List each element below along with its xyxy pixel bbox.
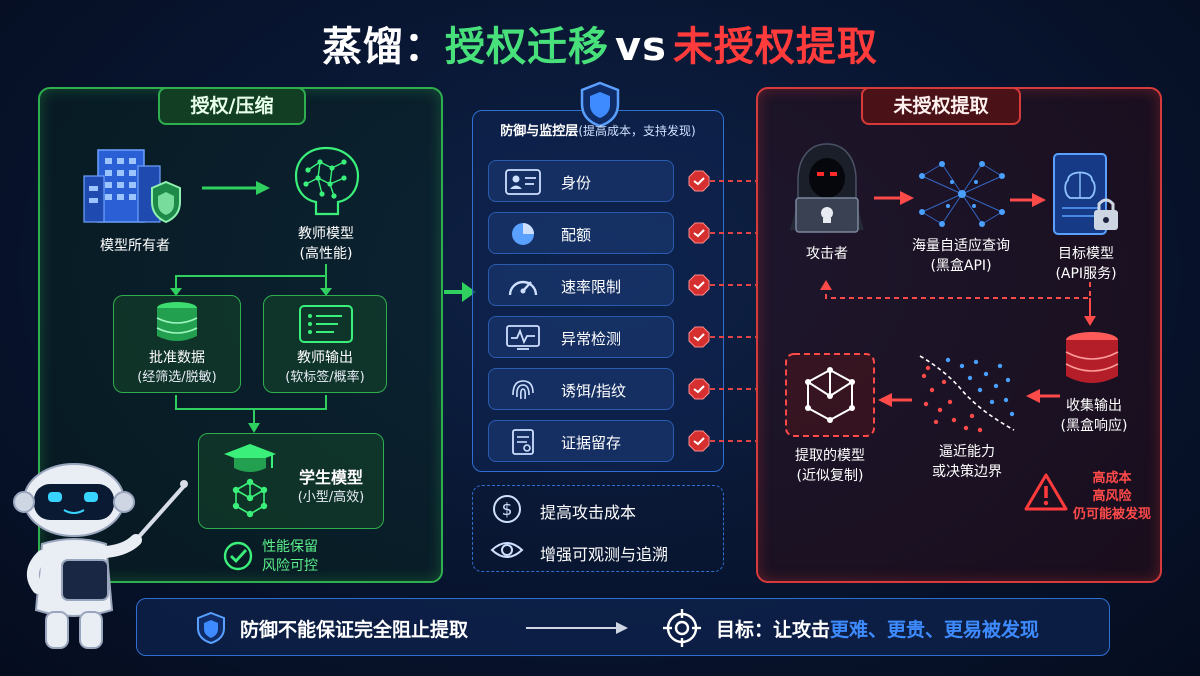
dollar-icon: $ bbox=[493, 495, 521, 523]
feedback-loop-connector bbox=[820, 280, 1096, 326]
stop-icon bbox=[688, 326, 710, 348]
file-audit-icon bbox=[512, 429, 534, 455]
target-icon bbox=[663, 609, 701, 647]
target-model-label: 目标模型 (API服务) bbox=[1055, 246, 1117, 282]
title-authorized: 授权迁移 bbox=[445, 24, 610, 70]
hacker-icon bbox=[790, 143, 864, 233]
stop-icon bbox=[688, 170, 710, 192]
approximation-label: 逼近能力 或决策边界 bbox=[932, 444, 1002, 480]
merge-connector bbox=[175, 395, 327, 433]
teacher-output-label: 教师输出 (软标签/概率) bbox=[285, 350, 365, 385]
database-icon bbox=[156, 302, 198, 341]
stop-icon bbox=[688, 222, 710, 244]
footer-goal: 目标：让攻击更难、更贵、更易被发现 bbox=[716, 619, 1040, 641]
document-list-icon bbox=[299, 305, 353, 343]
building-icon bbox=[83, 149, 181, 224]
benefit-cost-text: 提高攻击成本 bbox=[540, 503, 637, 522]
shield-icon bbox=[580, 81, 620, 128]
teacher-label: 教师模型 (高性能) bbox=[298, 226, 354, 262]
defense-item-identity: 身份 bbox=[488, 160, 674, 202]
collect-output-label: 收集输出 (黑盒响应) bbox=[1060, 398, 1128, 434]
graduation-cap-icon bbox=[224, 444, 276, 518]
teacher-output-box bbox=[263, 295, 387, 393]
decision-boundary-icon bbox=[919, 355, 1015, 433]
risk-warning-text: 高成本 高风险 仍可能被发现 bbox=[1072, 471, 1151, 522]
brain-icon bbox=[294, 146, 360, 216]
owner-label: 模型所有者 bbox=[100, 238, 170, 254]
title-prefix: 蒸馏： bbox=[322, 24, 446, 70]
fingerprint-icon bbox=[512, 380, 534, 400]
arrow-right-icon bbox=[202, 181, 270, 195]
attacker-label: 攻击者 bbox=[806, 246, 848, 262]
defense-item-quota: 配额 bbox=[488, 212, 674, 254]
arrow-right-icon bbox=[526, 622, 628, 634]
title-vs: vs bbox=[615, 24, 667, 70]
arrow-right-icon bbox=[444, 282, 476, 302]
database-red-icon bbox=[1065, 332, 1119, 383]
arrow-right-icon bbox=[874, 191, 914, 205]
authorized-tag: 授权/压缩 bbox=[158, 87, 306, 125]
defense-item-evidence: 证据留存 bbox=[488, 420, 674, 462]
arrow-left-icon bbox=[1026, 389, 1060, 403]
student-model-box bbox=[198, 433, 384, 529]
defense-layer-header: 防御与监控层(提高成本，支持发现) bbox=[500, 124, 696, 139]
benefit-observe-text: 增强可观测与追溯 bbox=[540, 545, 669, 564]
monitor-pulse-icon bbox=[506, 325, 540, 350]
block-connectors bbox=[710, 180, 758, 442]
cube-icon bbox=[785, 353, 875, 437]
footer-disclaimer: 防御不能保证完全阻止提取 bbox=[240, 619, 469, 641]
stop-icon bbox=[688, 378, 710, 400]
eye-icon bbox=[490, 542, 524, 558]
stop-icon bbox=[688, 274, 710, 296]
server-lock-icon bbox=[1053, 153, 1118, 235]
svg-text:$: $ bbox=[502, 500, 513, 520]
id-card-icon bbox=[505, 169, 541, 195]
student-model-label: 学生模型 (小型/高效) bbox=[297, 468, 365, 505]
defense-item-rate-limit: 速率限制 bbox=[488, 264, 674, 306]
warning-icon bbox=[1024, 473, 1068, 511]
check-circle-icon bbox=[223, 541, 253, 571]
network-icon bbox=[919, 161, 1005, 227]
arrow-right-icon bbox=[1010, 193, 1046, 207]
title-unauthorized: 未授权提取 bbox=[672, 24, 878, 70]
defense-benefits-box bbox=[472, 485, 724, 572]
stop-icon bbox=[688, 430, 710, 452]
footer-goal-highlight: 更难、更贵、更易被发现 bbox=[830, 619, 1040, 641]
robot-mascot-icon bbox=[13, 463, 188, 649]
benefit-text: 性能保留 风险可控 bbox=[262, 539, 318, 574]
unauthorized-tag: 未授权提取 bbox=[861, 87, 1021, 125]
queries-label: 海量自适应查询 (黑盒API) bbox=[912, 238, 1010, 274]
split-connector bbox=[170, 264, 332, 296]
defense-item-honeypot: 诱饵/指纹 bbox=[488, 368, 674, 410]
arrow-left-icon bbox=[878, 393, 912, 407]
shield-icon bbox=[197, 611, 225, 645]
speedometer-icon bbox=[508, 280, 538, 296]
defense-item-anomaly: 异常检测 bbox=[488, 316, 674, 358]
extracted-model-label: 提取的模型 (近似复制) bbox=[795, 448, 865, 484]
approved-data-label: 批准数据 (经筛选/脱敏) bbox=[137, 350, 217, 385]
pie-chart-icon bbox=[512, 223, 534, 245]
